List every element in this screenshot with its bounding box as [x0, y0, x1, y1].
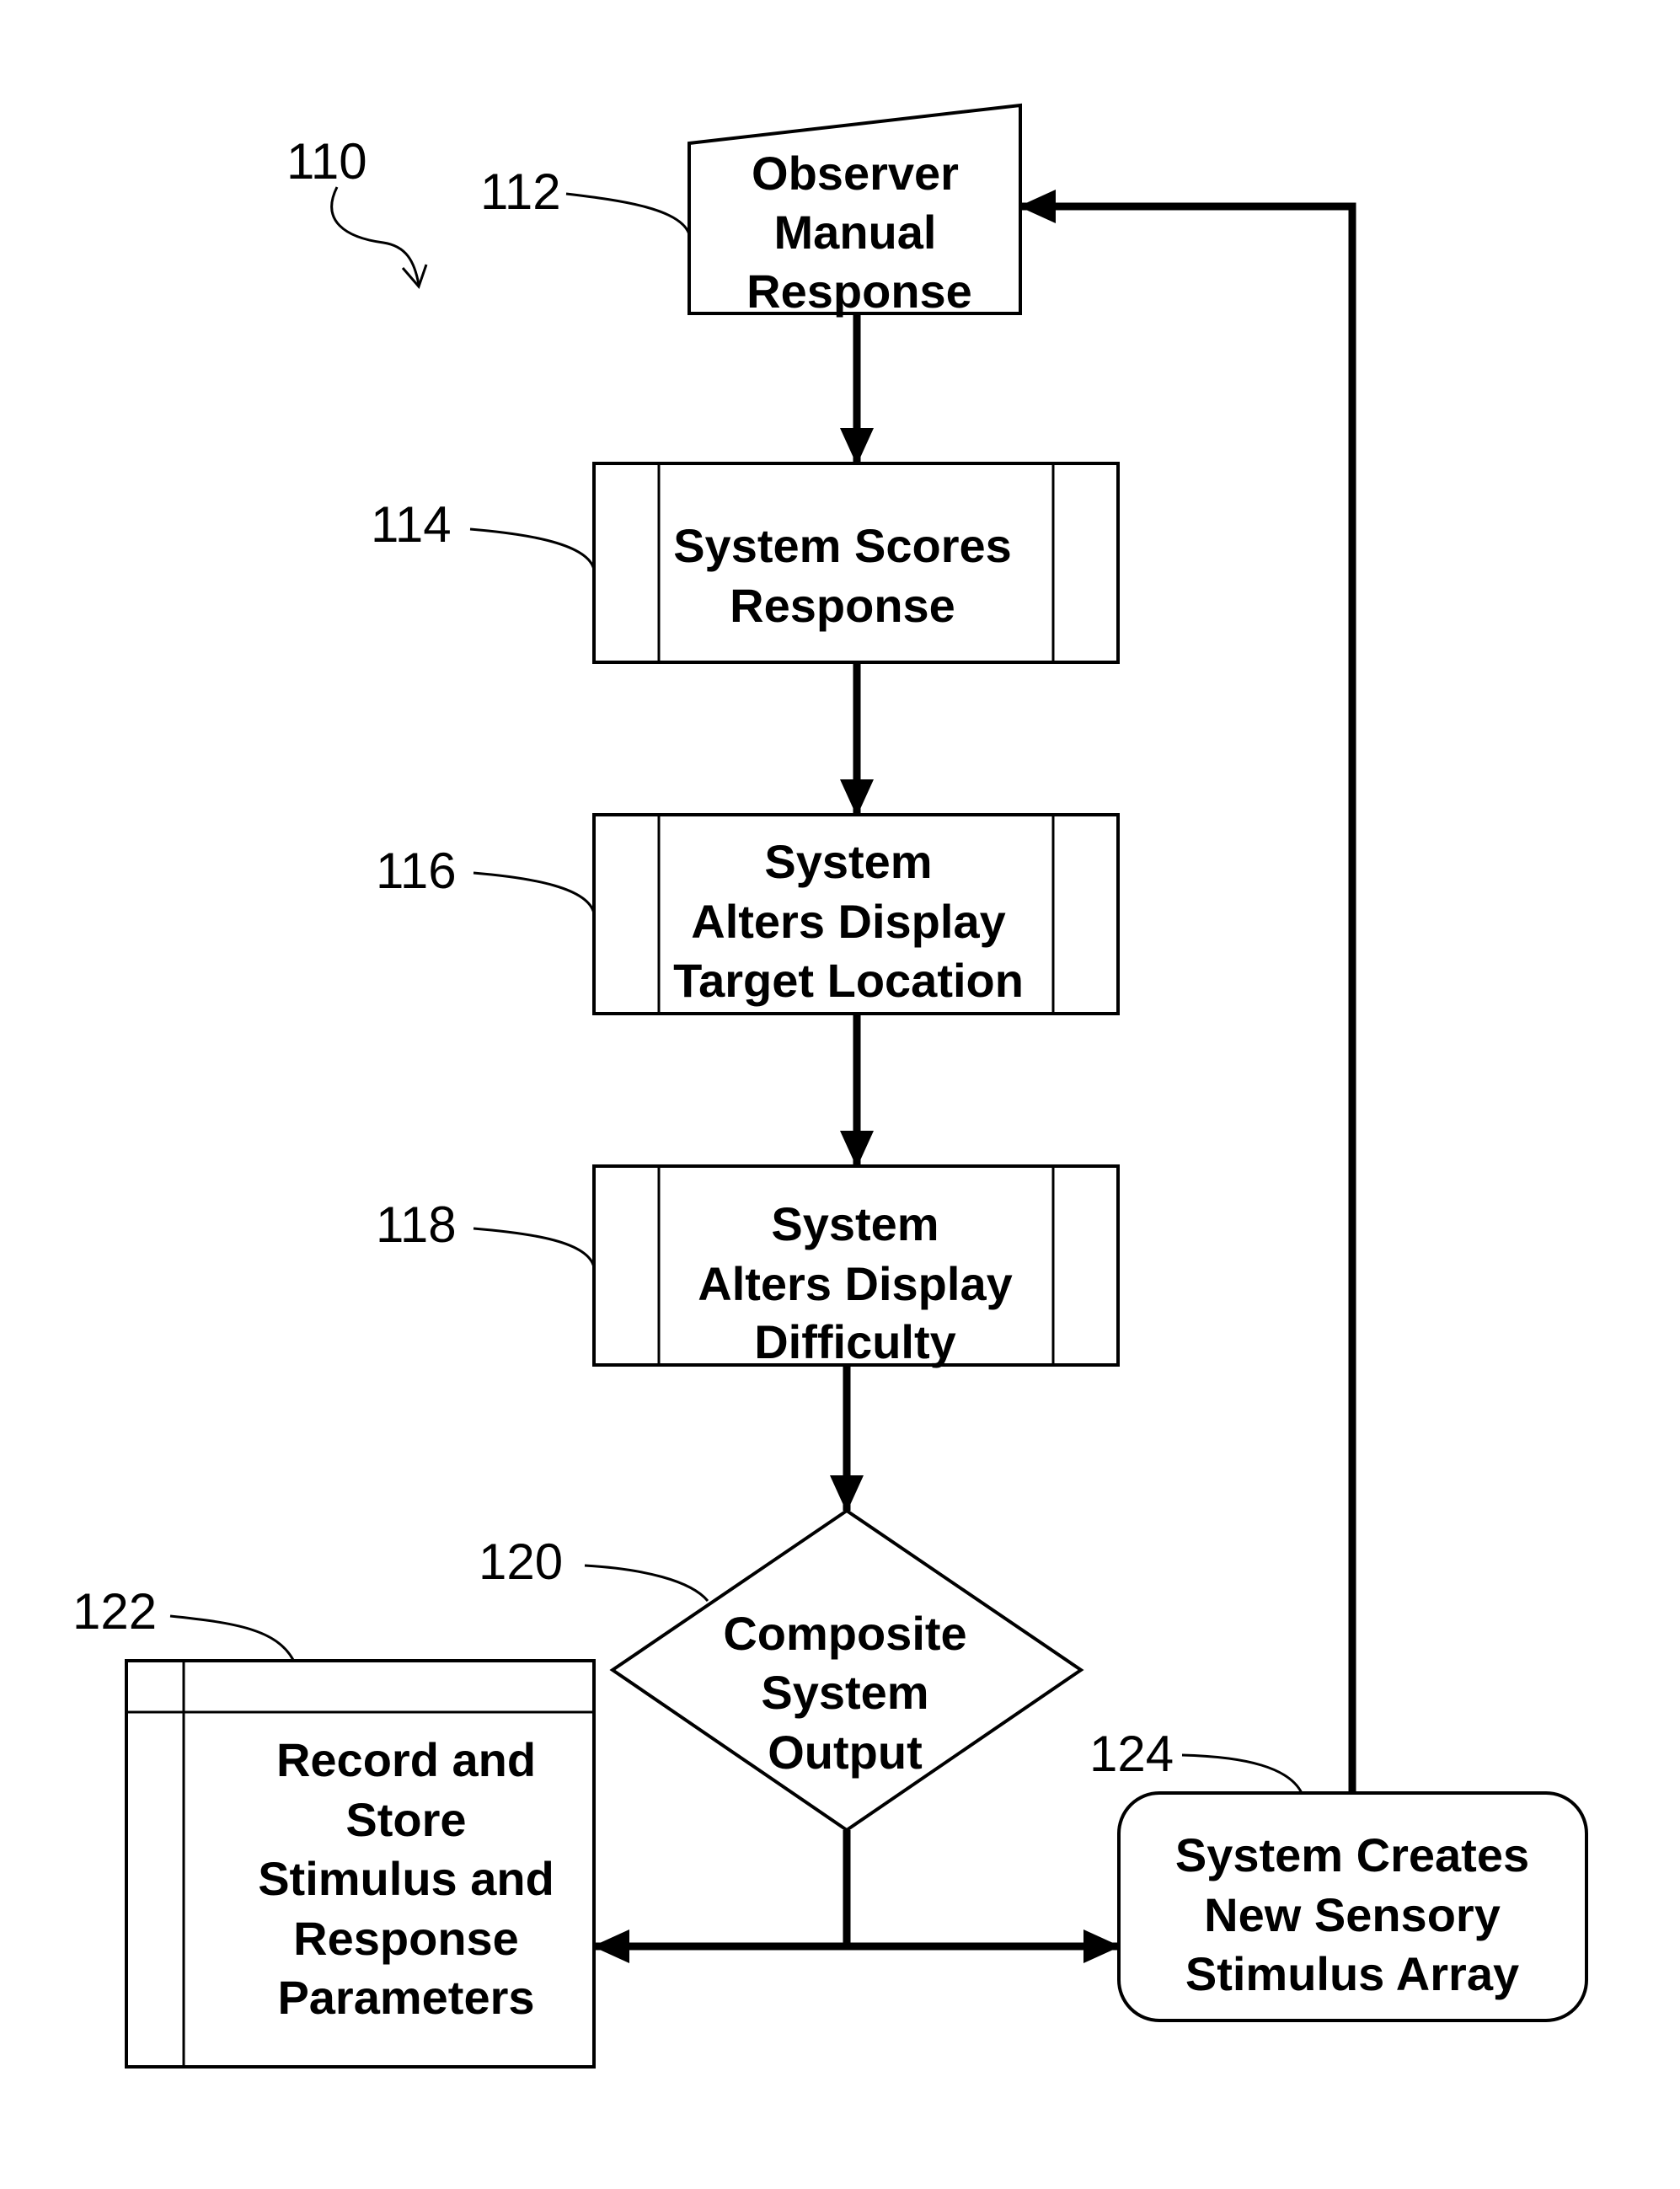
node-scores-line-2: Response	[730, 579, 955, 632]
leader-118	[474, 1228, 594, 1267]
node-record-line-1: Record and	[276, 1733, 536, 1786]
figure-ref-arrow	[332, 187, 426, 286]
ref-124: 124	[1089, 1726, 1174, 1782]
node-observer-line-2: Manual	[774, 206, 937, 259]
ref-116: 116	[376, 843, 457, 899]
node-alters-target-location: System Alters Display Target Location	[594, 815, 1118, 1014]
ref-112: 112	[480, 163, 561, 220]
node-composite-line-2: System	[761, 1666, 928, 1719]
node-scores-line-1: System Scores	[673, 519, 1012, 572]
leader-120	[585, 1565, 708, 1601]
node-record-and-store: Record and Store Stimulus and Response P…	[126, 1661, 594, 2067]
figure-ref-110: 110	[286, 133, 367, 190]
ref-118: 118	[376, 1196, 457, 1253]
node-creates-line-3: Stimulus Array	[1185, 1947, 1519, 2000]
leader-114	[470, 529, 594, 570]
ref-122: 122	[72, 1583, 157, 1640]
node-creates-line-2: New Sensory	[1204, 1888, 1501, 1941]
node-composite-line-3: Output	[768, 1726, 922, 1779]
node-system-creates-stimulus: System Creates New Sensory Stimulus Arra…	[1119, 1793, 1586, 2020]
node-difficulty-line-1: System	[771, 1197, 939, 1250]
node-observer-manual-response: Observer Manual Response	[689, 105, 1020, 318]
node-location-line-1: System	[764, 835, 932, 888]
node-alters-difficulty: System Alters Display Difficulty	[594, 1166, 1118, 1368]
node-difficulty-line-2: Alters Display	[698, 1257, 1013, 1310]
ref-114: 114	[371, 496, 452, 553]
node-record-line-5: Parameters	[277, 1971, 534, 2024]
leader-124	[1182, 1755, 1302, 1793]
node-observer-line-1: Observer	[752, 147, 959, 200]
node-composite-system-output: Composite System Output	[613, 1511, 1081, 1830]
leader-122	[170, 1616, 293, 1660]
leader-112	[566, 194, 689, 234]
node-record-line-3: Stimulus and	[258, 1852, 554, 1905]
node-creates-line-1: System Creates	[1175, 1828, 1529, 1881]
node-observer-line-3: Response	[746, 265, 972, 318]
leader-116	[474, 873, 594, 913]
ref-120: 120	[479, 1533, 563, 1590]
node-composite-line-1: Composite	[723, 1607, 966, 1660]
node-record-line-2: Store	[345, 1793, 466, 1846]
node-location-line-3: Target Location	[673, 954, 1024, 1007]
node-difficulty-line-3: Difficulty	[754, 1315, 956, 1368]
node-location-line-2: Alters Display	[691, 895, 1006, 948]
node-system-scores-response: System Scores Response	[594, 463, 1118, 662]
node-record-line-4: Response	[293, 1912, 519, 1965]
